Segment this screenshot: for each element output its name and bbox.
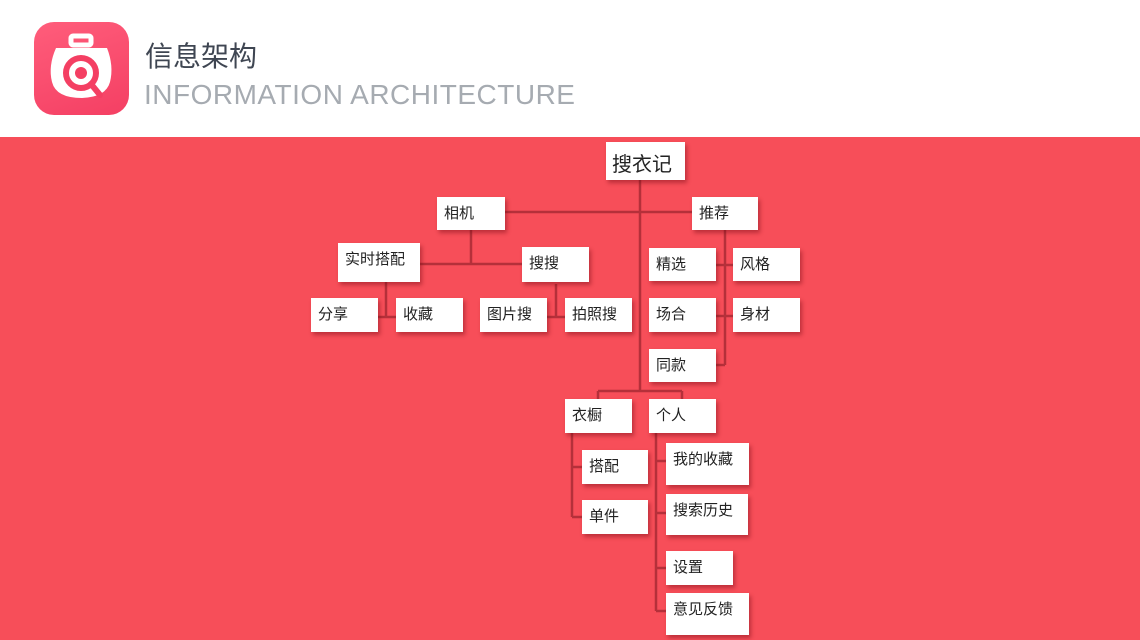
- node-outfit: 搭配: [582, 450, 648, 484]
- node-search-history: 搜索历史: [666, 494, 748, 535]
- node-share: 分享: [311, 298, 378, 332]
- header: 信息架构 INFORMATION ARCHITECTURE: [0, 0, 1140, 137]
- node-recommend: 推荐: [692, 197, 758, 230]
- node-collect: 收藏: [396, 298, 463, 332]
- node-realtime-match: 实时搭配: [338, 243, 420, 282]
- app-logo: [34, 22, 129, 115]
- page-subtitle: INFORMATION ARCHITECTURE: [144, 79, 576, 110]
- page-title: 信息架构: [145, 40, 258, 73]
- node-style: 风格: [733, 248, 800, 281]
- camera-magnifier-icon: [50, 33, 112, 98]
- node-photo-search: 拍照搜: [565, 298, 632, 332]
- node-camera: 相机: [437, 197, 505, 230]
- node-feedback: 意见反馈: [666, 593, 749, 635]
- node-same-style: 同款: [649, 349, 716, 382]
- node-personal: 个人: [649, 399, 716, 433]
- node-root: 搜衣记: [606, 142, 685, 180]
- node-wardrobe: 衣橱: [565, 399, 632, 433]
- node-settings: 设置: [666, 551, 733, 585]
- architecture-panel: 搜衣记 相机 推荐 实时搭配 搜搜 分享 收藏 图片搜 拍照搜 精选 风格 场合…: [0, 137, 1140, 640]
- node-my-favorites: 我的收藏: [666, 443, 749, 485]
- node-search: 搜搜: [522, 247, 589, 282]
- node-image-search: 图片搜: [480, 298, 547, 332]
- node-single-item: 单件: [582, 500, 648, 534]
- connector-lines: [378, 180, 733, 613]
- node-featured: 精选: [649, 248, 716, 281]
- node-occasion: 场合: [649, 298, 716, 332]
- node-body-shape: 身材: [733, 298, 800, 332]
